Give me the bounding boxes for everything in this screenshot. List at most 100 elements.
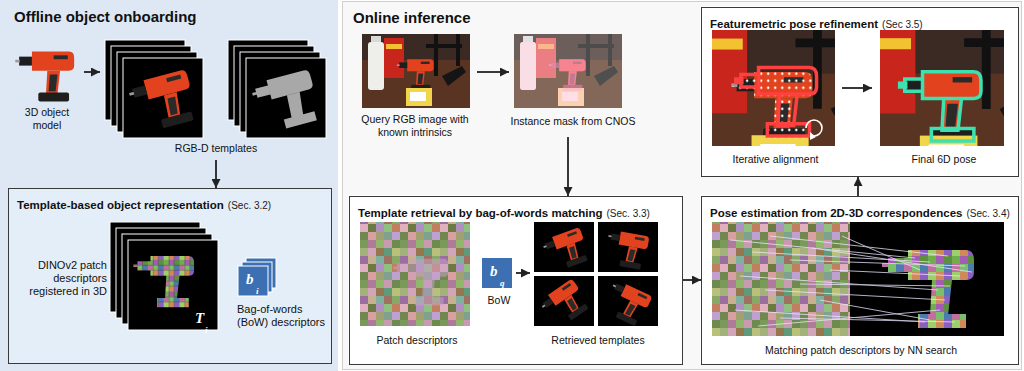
figure-group: 3D object model — [10, 36, 84, 136]
math-symbol: T — [195, 310, 204, 326]
final-pose-image — [822, 16, 1024, 180]
iterative-alignment-image — [655, 17, 892, 180]
correspondence-image — [790, 260, 965, 266]
panel: Query RGB image with known intrinsicsIns… — [342, 1, 1022, 370]
iterative-alignment-image — [736, 68, 817, 137]
math-symbol: q — [500, 278, 505, 288]
rgb-template-stack — [105, 40, 203, 138]
correspondence-image — [842, 236, 920, 270]
retrieved-template-grid — [534, 276, 594, 326]
text-slot: Final 6D pose — [882, 153, 1006, 166]
patch-descriptor-map — [360, 222, 470, 326]
figure-caption: Instance mask from CNOS — [509, 115, 637, 128]
depth-template-stack — [228, 40, 326, 138]
text-slot: Matching patch descriptors by NN search — [706, 344, 1016, 357]
text-slot: Offline object onboarding — [14, 8, 314, 26]
iterative-alignment-image — [655, 17, 892, 180]
refine-arrow — [842, 87, 872, 89]
heading-row: Template-based object representation(Sec… — [17, 194, 323, 215]
connector — [567, 137, 569, 196]
bow-descriptor-stack — [238, 258, 276, 296]
figure-caption: Patch descriptors — [352, 334, 482, 347]
panel-background — [348, 195, 682, 364]
correspondence-image — [740, 276, 938, 290]
box-heading: Pose estimation from 2D-3D correspondenc… — [710, 207, 962, 219]
panel-title: Offline object onboarding — [14, 8, 314, 26]
panel-background — [700, 195, 1018, 364]
figure-group: RGB-D templates — [100, 36, 332, 160]
figure-caption: Matching patch descriptors by NN search — [706, 344, 1016, 357]
text-slot: b — [246, 270, 254, 288]
correspondence-image — [770, 236, 948, 256]
text-slot: BoW — [474, 294, 524, 307]
retrieved-template-grid — [539, 278, 592, 329]
query-photo — [362, 34, 470, 108]
figure-group: Query RGB image with known intrinsics — [353, 33, 477, 145]
box-heading: Featuremetric pose refinement — [710, 18, 878, 30]
refine-arrow — [842, 88, 872, 89]
process-box: Featuremetric pose refinement (Sec 3.5) It… — [701, 7, 1019, 177]
bow-query-descriptor — [482, 258, 530, 288]
connector — [857, 177, 859, 196]
math-symbol: b — [246, 271, 254, 287]
section-ref: (Sec. 3.4) — [966, 208, 1009, 219]
section-ref: (Sec 3.5) — [882, 19, 923, 30]
final-pose-image — [822, 16, 1024, 180]
retrieved-template-grid — [534, 222, 658, 330]
section-ref: (Sec. 3.3) — [607, 208, 650, 219]
figure-caption: Retrieved templates — [528, 334, 668, 347]
text-slot: Patch descriptors — [352, 334, 482, 347]
correspondence-image — [820, 300, 930, 320]
text-slot: i — [256, 280, 259, 298]
drill-model — [15, 52, 74, 102]
correspondence-image — [712, 222, 1004, 336]
mask-photo — [514, 34, 622, 108]
figure-caption: 3D object model — [10, 106, 84, 132]
text-slot: T — [195, 309, 204, 327]
mask-photo — [549, 59, 586, 90]
mask-photo — [558, 88, 584, 106]
feature-template-stack — [110, 222, 218, 330]
figure-group: Instance mask from CNOS — [509, 33, 637, 137]
connector — [683, 279, 701, 281]
figure-caption: Iterative alignment — [714, 153, 837, 166]
bow-query-descriptor — [516, 272, 530, 274]
box-heading: Template retrieval by bag-of-words match… — [358, 207, 603, 219]
mask-photo — [520, 42, 536, 90]
patch-descriptor-map — [393, 259, 448, 306]
connector — [477, 71, 509, 73]
rgb-template-stack — [123, 58, 203, 138]
math-symbol: i — [205, 325, 208, 335]
connector — [84, 71, 100, 73]
process-box: Template-based object representation(Sec… — [8, 188, 332, 364]
text-slot: Online inference — [353, 9, 653, 27]
correspondence-image — [752, 252, 930, 262]
bow-query-descriptor — [482, 258, 512, 288]
retrieved-template-grid — [601, 279, 652, 327]
math-symbol: b — [490, 263, 498, 279]
drill-model — [15, 52, 74, 102]
retrieved-template-grid — [604, 229, 650, 270]
text-slot: b — [490, 262, 498, 280]
text-slot: q — [500, 272, 505, 290]
correspondence-image — [735, 310, 925, 322]
text-slot: DINOv2 patch descriptors registered in 3… — [13, 259, 107, 299]
section-ref: (Sec. 3.2) — [228, 200, 271, 211]
panel-title: Online inference — [353, 9, 653, 27]
panel-background — [8, 188, 332, 364]
text-slot: Retrieved templates — [528, 334, 668, 347]
rgb-template-stack — [127, 69, 199, 134]
text-slot: 3D object model — [10, 106, 84, 132]
final-pose-image — [822, 16, 1024, 180]
correspondence-image — [800, 284, 950, 286]
heading-row: Featuremetric pose refinement (Sec 3.5) — [710, 13, 1010, 34]
feature-template-stack — [128, 240, 218, 330]
text-slot: RGB-D templates — [100, 142, 332, 155]
figure-caption: BoW — [474, 294, 524, 307]
correspondence-image — [758, 310, 940, 326]
connector — [215, 160, 217, 188]
mask-photo — [514, 34, 622, 108]
text-slot: i — [205, 319, 208, 337]
